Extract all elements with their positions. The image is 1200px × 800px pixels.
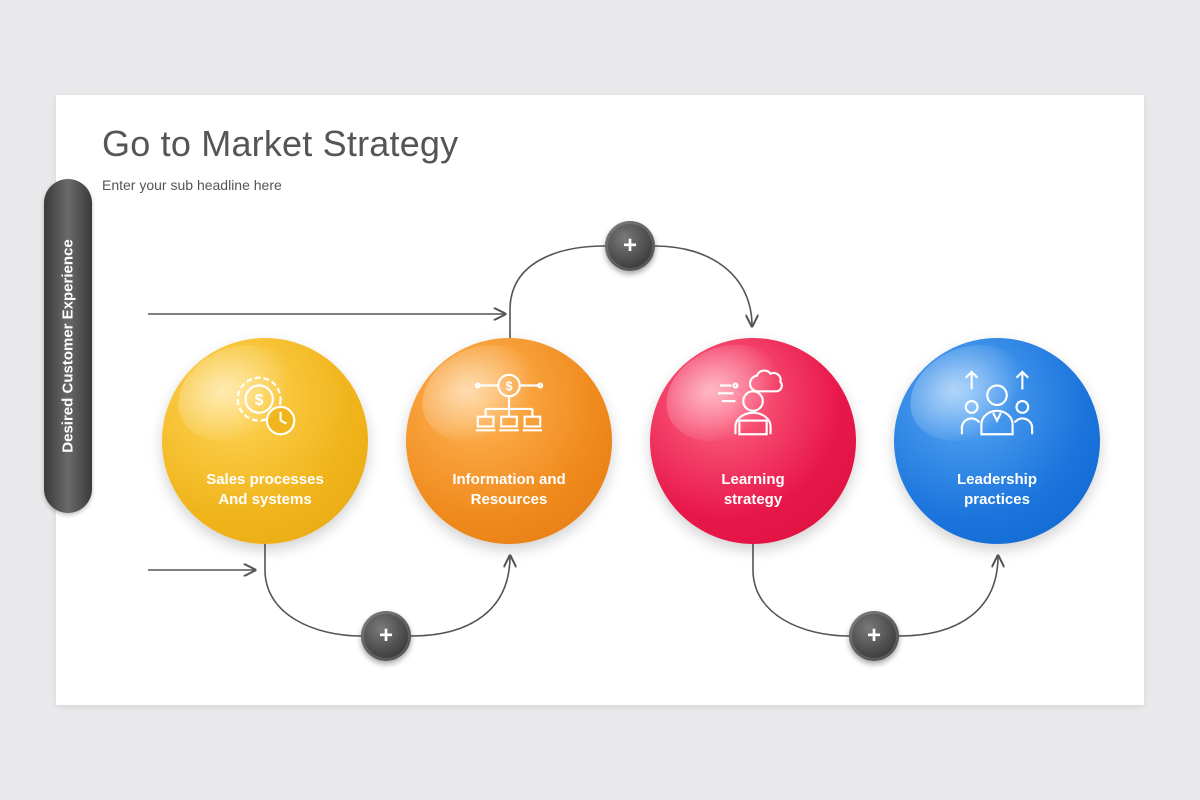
sidebar-label: Desired Customer Experience [59,239,77,453]
add-step-button-bottom-left[interactable]: + [361,611,411,661]
leader-team-icon [960,370,1034,436]
learner-laptop-icon [717,369,783,436]
slide-subtitle: Enter your sub headline here [102,177,282,193]
step-learning-strategy[interactable]: Learning strategy [650,338,856,544]
desired-customer-experience-bar: Desired Customer Experience [44,179,92,513]
step-label: Sales processes And systems [206,471,324,508]
step-label: Leadership practices [956,471,1038,508]
step-information-resources[interactable]: $ Information and Resources [406,338,612,544]
slide-title: Go to Market Strategy [102,123,459,164]
connector-top [509,245,752,338]
svg-text:$: $ [255,392,264,409]
step-label: Information and Resources [452,471,566,508]
step-sales-processes[interactable]: $ Sales processes And systems [162,338,368,544]
svg-text:$: $ [505,379,512,393]
step-label: Learning strategy [721,471,785,508]
money-network-icon: $ [474,373,544,432]
add-step-button-bottom-right[interactable]: + [849,611,899,661]
connector-bottom-right [752,544,998,637]
connector-bottom-left [264,544,510,637]
money-gear-clock-icon: $ [236,376,296,436]
step-leadership-practices[interactable]: Leadership practices [894,338,1100,544]
add-step-button-top[interactable]: + [605,221,655,271]
